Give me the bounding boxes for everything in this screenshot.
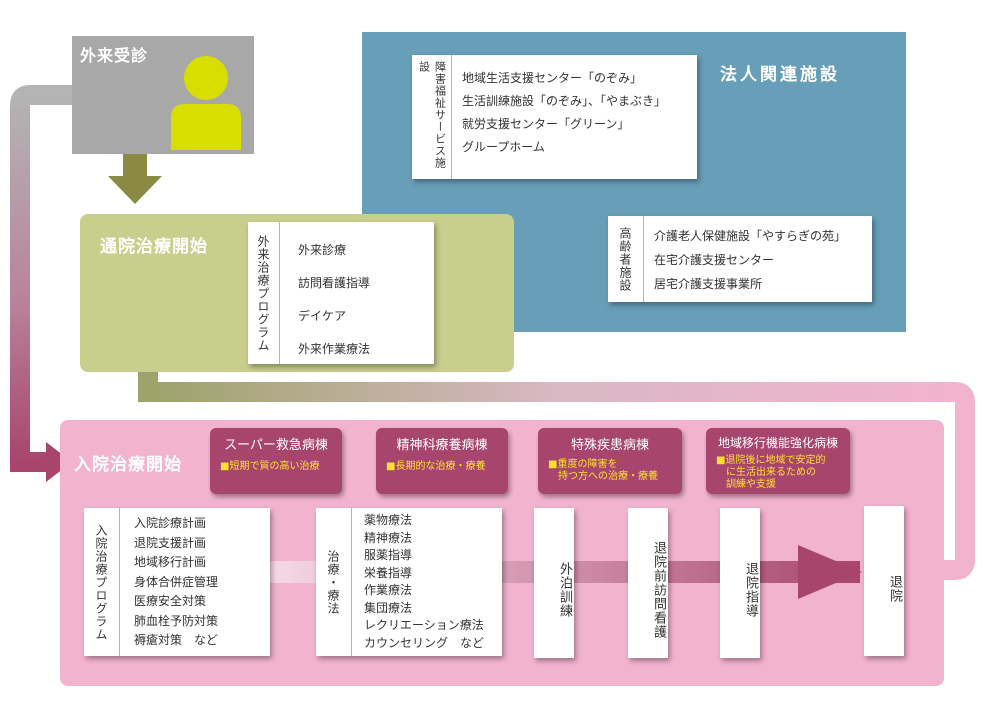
therapy-label: 治療・療法 [316, 508, 352, 656]
ward-desc: ■重度の障害を 持つ方への治療・療養 [548, 459, 658, 482]
return-flow-arrow [138, 360, 975, 580]
therapy-item: 作業療法 [364, 583, 413, 597]
inpatient-program-item: 身体合併症管理 [134, 574, 219, 589]
therapy-item: 栄養指導 [364, 565, 413, 580]
outpatient-treatment-title: 通院治療開始 [100, 237, 208, 257]
outpatient-program-item: 外来診療 [298, 243, 347, 257]
outpatient-treatment-box: 通院治療開始 外来治療プログラム 外来診療 訪問看護指導 デイケア 外来作業療法 [80, 214, 514, 372]
outpatient-program-item: デイケア [298, 309, 347, 323]
ward-name: 地域移行機能強化病棟 [717, 436, 838, 450]
ward-super-emergency: スーパー救急病棟 ■短期で質の高い治療 [210, 428, 342, 494]
inpatient-program-card: 入院治療プログラム 入院診療計画 退院支援計画 地域移行計画 身体合併症管理 医… [84, 508, 270, 656]
inpatient-program-item: 褥瘡対策 など [134, 633, 219, 647]
welfare-label: 障害福祉サービス施設 [412, 55, 452, 179]
left-flow-arrowhead [46, 442, 72, 482]
welfare-list: 地域生活支援センター「のぞみ」 生活訓練施設「のぞみ」、「やまぶき」 就労支援セ… [462, 67, 666, 159]
inpatient-program-item: 地域移行計画 [134, 555, 207, 569]
therapy-item: レクリエーション療法 [364, 618, 484, 632]
elderly-item: 居宅介護支援事業所 [654, 277, 763, 291]
therapy-item: カウンセリング など [364, 635, 485, 650]
elderly-item: 介護老人保健施設「やすらぎの苑」 [654, 229, 847, 243]
inpatient-title: 入院治療開始 [74, 455, 182, 475]
inpatient-program-item: 肺血栓予防対策 [134, 613, 219, 628]
inpatient-box: 入院治療開始 スーパー救急病棟 ■短期で質の高い治療 精神科療養病棟 ■長期的な… [60, 420, 944, 686]
ward-desc: ■退院後に地域で安定的 に生活出来るための 訓練や支援 [716, 455, 826, 490]
welfare-item: 生活訓練施設「のぞみ」、「やまぶき」 [462, 94, 667, 108]
ward-special-disease: 特殊疾患病棟 ■重度の障害を 持つ方への治療・療養 [538, 428, 682, 494]
therapy-list: 薬物療法 精神療法 服薬指導 栄養指導 作業療法 集団療法 レクリエーション療法… [364, 512, 484, 652]
ward-name: 特殊疾患病棟 [570, 438, 649, 453]
therapy-item: 服薬指導 [364, 548, 413, 562]
welfare-item: 地域生活支援センター「のぞみ」 [462, 71, 643, 85]
welfare-facilities-card: 障害福祉サービス施設 地域生活支援センター「のぞみ」 生活訓練施設「のぞみ」、「… [412, 55, 697, 179]
person-icon [171, 56, 241, 150]
welfare-item: 就労支援センター「グリーン」 [462, 117, 630, 131]
outpatient-box: 外来受診 [72, 36, 254, 154]
step-discharge-guidance: 退院指導 [720, 508, 760, 658]
step-pre-discharge-visit: 退院前訪問看護 [628, 508, 668, 658]
ward-name: 精神科療養病棟 [396, 438, 488, 453]
therapy-card: 治療・療法 薬物療法 精神療法 服薬指導 栄養指導 作業療法 集団療法 レクリエ… [316, 508, 502, 656]
ward-desc: ■短期で質の高い治療 [220, 461, 320, 472]
ward-name: スーパー救急病棟 [224, 438, 328, 453]
corporate-facilities-box: 法人関連施設 障害福祉サービス施設 地域生活支援センター「のぞみ」 生活訓練施設… [362, 32, 906, 332]
inpatient-program-item: 入院診療計画 [134, 516, 207, 530]
ward-psychiatric-care: 精神科療養病棟 ■長期的な治療・療養 [376, 428, 508, 494]
therapy-item: 集団療法 [364, 600, 413, 615]
outpatient-program-item: 訪問看護指導 [298, 276, 371, 290]
down-arrow-head [108, 176, 162, 204]
elderly-list: 介護老人保健施設「やすらぎの苑」 在宅介護支援センター 居宅介護支援事業所 [654, 224, 846, 296]
outpatient-program-card: 外来治療プログラム 外来診療 訪問看護指導 デイケア 外来作業療法 [248, 222, 434, 364]
inpatient-program-item: 退院支援計画 [134, 535, 207, 550]
inpatient-program-label: 入院治療プログラム [84, 508, 120, 656]
down-arrow-stem [123, 154, 147, 176]
elderly-facilities-card: 高齢者施設 介護老人保健施設「やすらぎの苑」 在宅介護支援センター 居宅介護支援… [608, 216, 872, 302]
welfare-item: グループホーム [462, 140, 545, 154]
outpatient-program-label: 外来治療プログラム [248, 222, 280, 364]
elderly-label: 高齢者施設 [608, 216, 644, 302]
step-overnight-training: 外泊訓練 [534, 508, 574, 658]
outpatient-program-item: 外来作業療法 [298, 342, 371, 356]
corporate-title: 法人関連施設 [720, 65, 840, 85]
inpatient-program-list: 入院診療計画 退院支援計画 地域移行計画 身体合併症管理 医療安全対策 肺血栓予… [134, 514, 218, 651]
ward-desc: ■長期的な治療・療養 [386, 461, 486, 472]
therapy-item: 薬物療法 [364, 513, 413, 527]
outpatient-program-list: 外来診療 訪問看護指導 デイケア 外来作業療法 [298, 234, 370, 366]
elderly-item: 在宅介護支援センター [654, 253, 775, 267]
ward-community-transition: 地域移行機能強化病棟 ■退院後に地域で安定的 に生活出来るための 訓練や支援 [706, 428, 850, 494]
step-discharge: 退院 [864, 506, 904, 656]
left-flow-arrow [10, 85, 72, 472]
outpatient-title: 外来受診 [80, 46, 149, 65]
therapy-item: 精神療法 [364, 530, 413, 545]
inpatient-program-item: 医療安全対策 [134, 594, 207, 608]
